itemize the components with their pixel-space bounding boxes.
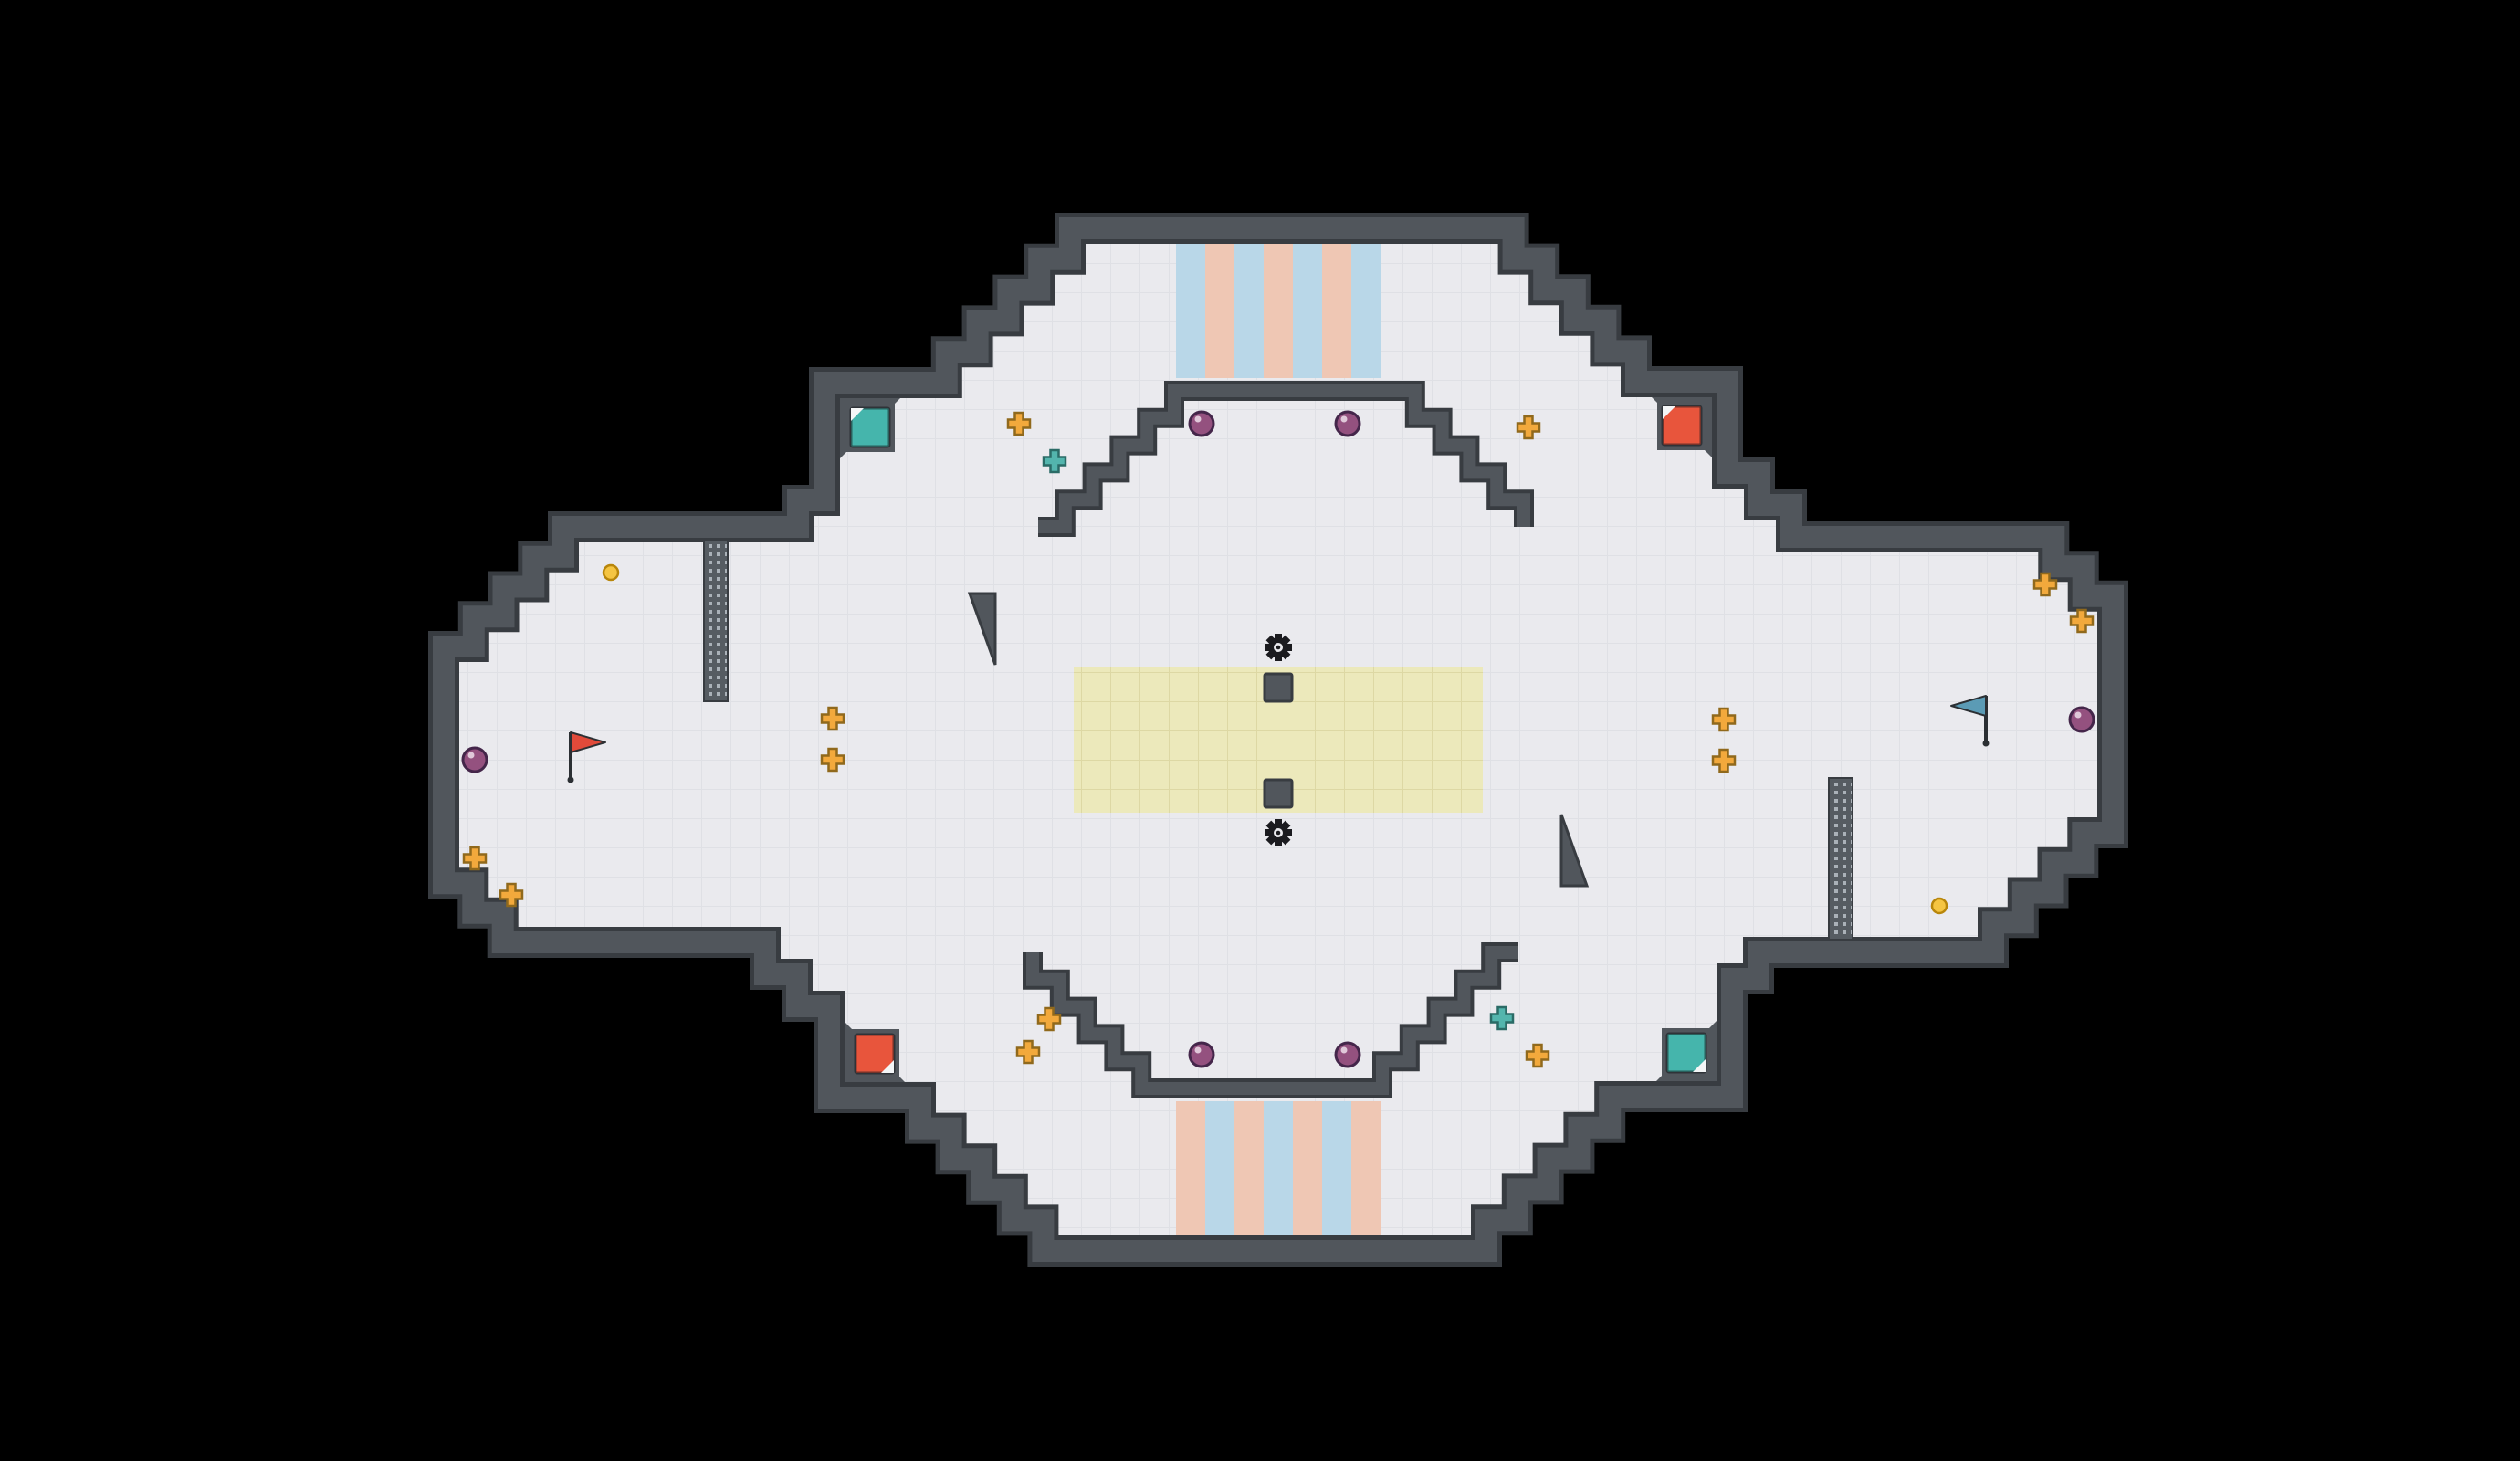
switch-block <box>1263 672 1294 703</box>
cross-pickup-teal <box>1042 448 1067 474</box>
spawn-tile-red <box>1661 405 1703 447</box>
corridor-stripe-bottom <box>1264 1101 1293 1236</box>
corridor-stripe-top <box>1176 243 1205 378</box>
switch-block <box>1263 778 1294 809</box>
orb-pickup <box>1188 410 1215 437</box>
wedge-wall <box>1559 814 1590 888</box>
flag-teal <box>1950 695 1990 747</box>
corridor-stripe-bottom <box>1293 1101 1322 1236</box>
corridor-stripe-top <box>1205 243 1234 378</box>
gear-hazard-icon <box>1265 819 1292 846</box>
corridor-stripe-bottom <box>1351 1101 1381 1236</box>
cross-pickup-gold <box>820 706 845 731</box>
gate-grate <box>703 539 729 702</box>
cross-pickup-gold <box>820 747 845 773</box>
gate-grate <box>1828 777 1853 941</box>
coin-pickup <box>1930 897 1948 915</box>
orb-pickup <box>461 746 488 773</box>
corridor-stripe-bottom <box>1322 1101 1351 1236</box>
cross-pickup-gold <box>499 882 524 908</box>
spawn-tile-corner <box>1663 406 1675 419</box>
spawn-tile-corner <box>881 1060 894 1073</box>
orb-pickup <box>1334 410 1361 437</box>
orb-pickup <box>1334 1041 1361 1068</box>
cross-pickup-gold <box>1525 1043 1550 1068</box>
chevron-wall <box>1026 946 1518 1095</box>
corridor-stripe-top <box>1351 243 1381 378</box>
cross-pickup-gold <box>462 846 488 871</box>
cross-pickup-gold <box>1711 707 1737 732</box>
outer-wall <box>433 217 2124 1262</box>
coin-pickup <box>602 563 620 582</box>
flag-red <box>567 731 606 783</box>
spawn-tile-corner <box>851 408 864 421</box>
spawn-tile-red <box>854 1033 896 1075</box>
gear-hazard-icon <box>1265 634 1292 661</box>
cross-pickup-gold <box>2069 608 2095 634</box>
corridor-stripe-bottom <box>1205 1101 1234 1236</box>
corridor-stripe-top <box>1322 243 1351 378</box>
wedge-wall <box>967 592 997 666</box>
corridor-stripe-top <box>1234 243 1264 378</box>
cross-pickup-gold <box>1015 1039 1041 1065</box>
cross-pickup-gold <box>1006 411 1032 436</box>
cross-pickup-gold <box>1711 748 1737 773</box>
orb-pickup <box>1188 1041 1215 1068</box>
spawn-tile-teal <box>1665 1032 1707 1074</box>
corridor-stripe-bottom <box>1234 1101 1264 1236</box>
orb-pickup <box>2068 706 2095 733</box>
cross-pickup-gold <box>1036 1006 1062 1032</box>
corridor-stripe-top <box>1293 243 1322 378</box>
corridor-stripe-top <box>1264 243 1293 378</box>
cross-pickup-teal <box>1489 1005 1515 1031</box>
chevron-wall <box>1038 384 1530 533</box>
cross-pickup-gold <box>2032 572 2058 597</box>
spawn-tile-teal <box>849 406 891 448</box>
spawn-tile-corner <box>1693 1059 1706 1072</box>
corridor-stripe-bottom <box>1176 1101 1205 1236</box>
cross-pickup-gold <box>1516 415 1541 440</box>
